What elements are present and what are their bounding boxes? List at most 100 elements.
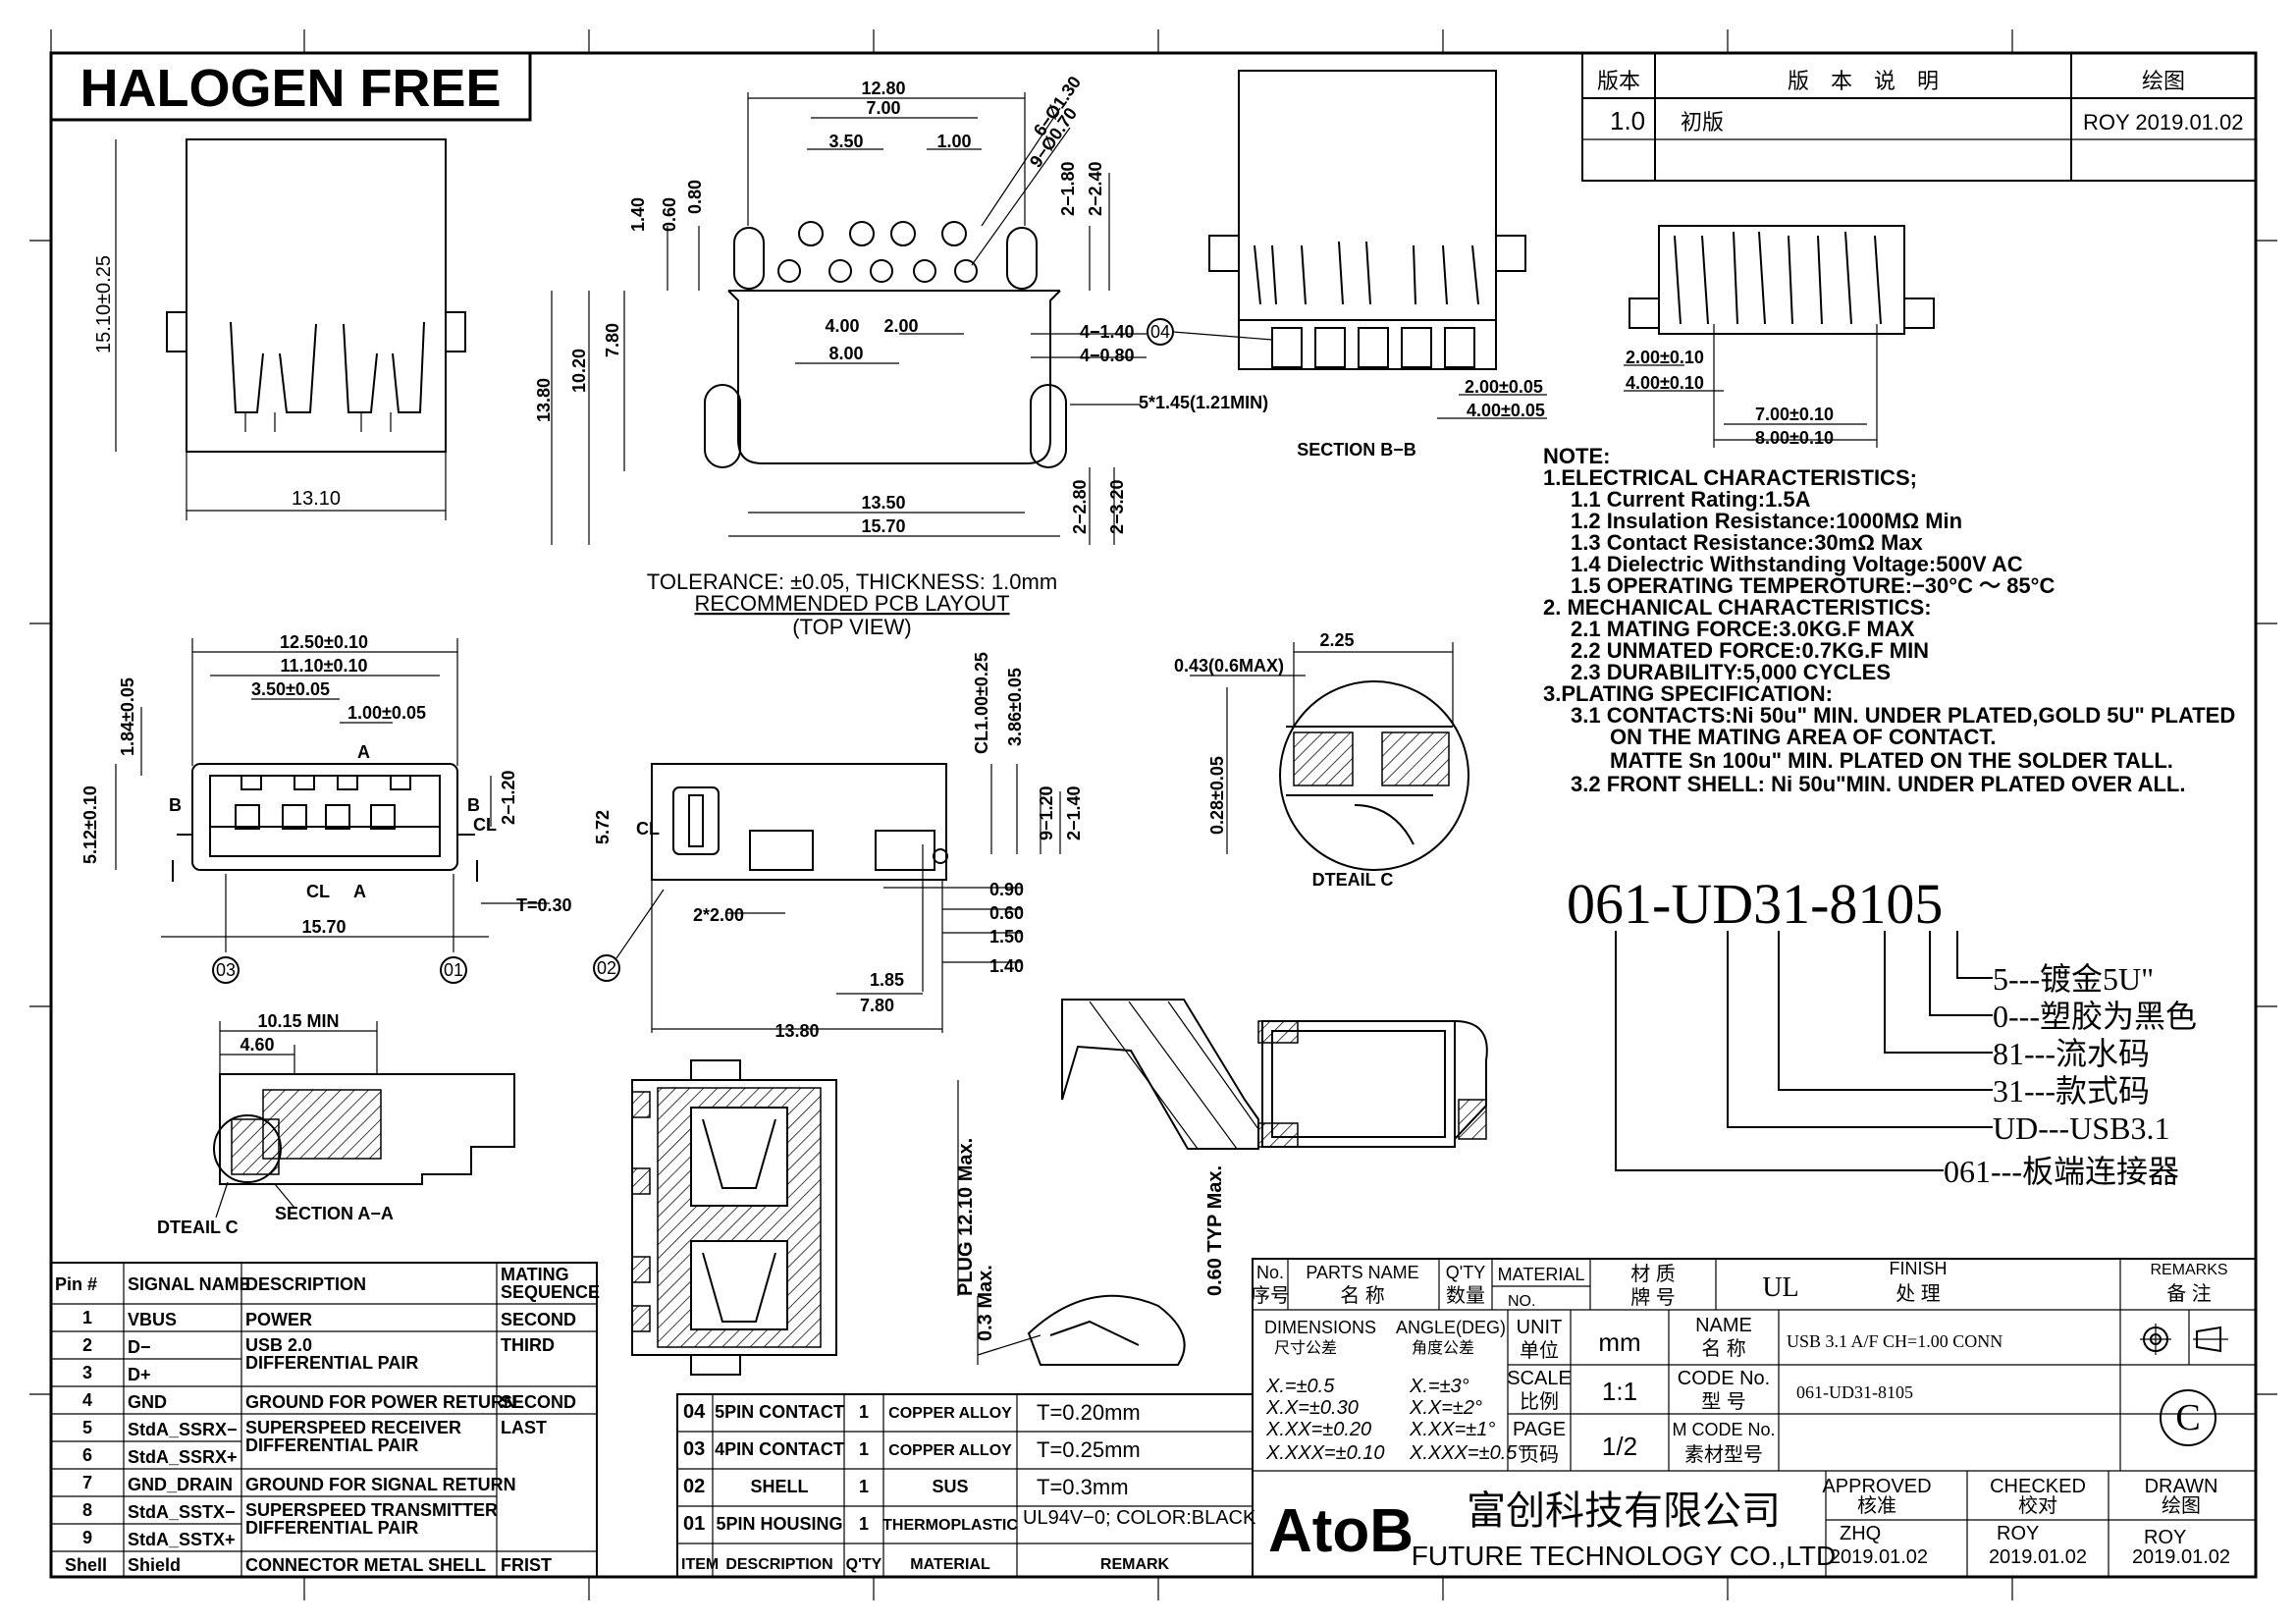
notes-9-text: 2.2 UNMATED FORCE:0.7KG.F MIN [1571, 638, 1929, 663]
bom-table-rows-3-0-text: 01 [683, 1513, 705, 1535]
front-view-callouts-1-text: 01 [444, 960, 463, 980]
title-block-page-val-text: 1/2 [1602, 1432, 1637, 1461]
title-block: No. 序号 PARTS NAME 名 称 Q'TY 数量 MATERIAL N… [1251, 1258, 2257, 1578]
pin-table: Pin # SIGNAL NAME DESCRIPTION MATING SEQ… [50, 1262, 600, 1578]
bom-table-rows-0-3-text: COPPER ALLOY [888, 1405, 1012, 1422]
notes-10-text: 2.3 DURABILITY:5,000 CYCLES [1571, 660, 1891, 684]
notes-7-text: 2. MECHANICAL CHARACTERISTICS: [1543, 595, 1932, 620]
pcb-layout-caption-2-text: (TOP VIEW) [792, 615, 911, 639]
title-block-dimensions-text: DIMENSIONS [1264, 1318, 1376, 1337]
pcb-layout-dims-3-text: 1.00 [936, 132, 971, 151]
side-view-dims-10-text: 1.85 [870, 970, 904, 990]
title-block-tol-ang-3-text: X.XXX=±0.5° [1409, 1442, 1524, 1464]
banner-text: HALOGEN FREE [80, 59, 501, 118]
section-bb-label-text: SECTION B−B [1297, 440, 1416, 460]
pin-table-rows-7-2-text: SUPERSPEED TRANSMITTER [245, 1500, 498, 1520]
pcb-layout-dims-21-text: 15.70 [861, 516, 905, 536]
title-block-code-text: CODE No. [1678, 1368, 1770, 1389]
pin-table-rows-4-1-text: StdA_SSRX− [128, 1420, 238, 1439]
pcb-layout-dims-20-text: 13.50 [861, 493, 905, 513]
side-view-dims-4-text: 5.72 [593, 810, 613, 844]
plug-dims-2-text: 0.60 TYP Max. [1204, 1165, 1226, 1296]
revision-table-rows-0-1-text: 初版 [1681, 110, 1724, 135]
front-view-dims-4-text: 1.84±0.05 [118, 677, 137, 756]
side-view-dims-3-text: 2−1.40 [1064, 785, 1084, 840]
part-number-legend-4-text: UD---USB3.1 [1993, 1110, 2169, 1146]
pin-table-headers-2-text: DESCRIPTION [245, 1274, 366, 1294]
pin-table-rows-3-1-text: GND [128, 1392, 167, 1412]
side-view-dims-0-text: CL1.00±0.25 [972, 652, 991, 754]
pcb-layout-dims-11-text: 4.00 [825, 316, 859, 336]
front-view-letters-1-text: B [169, 795, 182, 815]
bom-table-rows-3-3-text: THERMOPLASTIC [882, 1517, 1018, 1534]
part-number-code-text: 061-UD31-8105 [1567, 872, 1943, 936]
pcb-layout-dims-14-text: 4−1.40 [1080, 322, 1135, 342]
pin-table-rows-4-3-text: LAST [501, 1418, 547, 1437]
side-view-dims-1-text: 3.86±0.05 [1005, 668, 1025, 746]
title-block-scale-val-text: 1:1 [1602, 1377, 1637, 1406]
bom-table-rows-1-1-text: 4PIN CONTACT [715, 1439, 844, 1459]
pcb-layout-dims-15-text: 4−0.80 [1080, 346, 1135, 365]
bom-table-rows-2-1-text: SHELL [750, 1477, 808, 1496]
pcb-layout-dims-6-text: 2−1.80 [1058, 161, 1078, 216]
title-block-h-qty-cn-text: 数量 [1446, 1284, 1485, 1307]
pin-table-rows-8-1-text: StdA_SSTX+ [128, 1530, 236, 1549]
bom-table-rows-2-2-text: 1 [859, 1477, 869, 1496]
title-block-checked-date-text: 2019.01.02 [1989, 1546, 2087, 1568]
bom-table-headers-3-text: MATERIAL [910, 1556, 990, 1573]
pin-table-headers-1-text: SIGNAL NAME [128, 1274, 251, 1294]
halogen-free-banner: HALOGEN FREE [49, 51, 532, 122]
bom-table-rows-2-4-text: T=0.3mm [1037, 1475, 1129, 1499]
front-view-letters-2-text: B [467, 795, 480, 815]
pcb-layout-dims-13-text: 8.00 [828, 344, 863, 363]
top-view: 13.10 15.10±0.25 [93, 138, 466, 520]
side-view-dims-2-text: 9−1.20 [1037, 785, 1056, 840]
section-aa-dims-1-text: 4.60 [240, 1035, 274, 1055]
bom-table-rows-2-0-text: 02 [683, 1476, 705, 1497]
title-block-copyright-text: C [2175, 1397, 2200, 1438]
title-block-tol-lin-1-text: X.X=±0.30 [1265, 1397, 1359, 1419]
pin-table-rows-6-1-text: GND_DRAIN [128, 1475, 233, 1494]
pin-table-rows-6-2-text: GROUND FOR SIGNAL RETURN [245, 1475, 516, 1494]
bom-table-rows-3-4-text: UL94V−0; COLOR:BLACK [1023, 1507, 1256, 1529]
plug-dims-0-text: PLUG 12.10 Max. [955, 1138, 977, 1296]
pin-table-rows-1-3-text: THIRD [501, 1335, 555, 1355]
bom-table-rows-3-2-text: 1 [859, 1514, 869, 1534]
pin-table-rows-0-0-text: 1 [82, 1308, 92, 1327]
section-aa-view: 10.15 MIN 4.60 DTEAIL C SECTION A−A [157, 1011, 515, 1237]
pcb-layout-dims-18-text: 7.80 [603, 323, 622, 357]
title-block-unit-val-text: mm [1598, 1327, 1640, 1357]
section-bb-view: 04 2.00±0.05 4.00±0.05 SECTION B−B [1147, 70, 1547, 460]
section-aa-labels-0-text: DTEAIL C [157, 1218, 239, 1237]
title-block-angle-cn-text: 角度公差 [1412, 1339, 1474, 1357]
title-block-checked-text: CHECKED [1990, 1476, 2086, 1497]
title-block-h-parts-cn-text: 名 称 [1340, 1284, 1385, 1307]
front-view: 12.50±0.10 11.10±0.10 3.50±0.05 1.00±0.0… [80, 632, 572, 984]
mating-section-view: 0.60 TYP Max. [1061, 999, 1488, 1296]
pin-table-rows-9-2-text: CONNECTOR METAL SHELL [245, 1555, 486, 1575]
side-view-callout-text: 02 [597, 958, 616, 978]
front-view-dims-1-text: 11.10±0.10 [281, 656, 368, 676]
right-view-dims-3-text: 8.00±0.10 [1755, 428, 1834, 448]
pin-table-rows-2-2-text: DIFFERENTIAL PAIR [245, 1353, 418, 1373]
title-block-unit-text: UNIT [1517, 1317, 1563, 1338]
notes-0-text: NOTE: [1543, 444, 1610, 468]
pcb-layout-dims-0-text: 12.80 [861, 79, 905, 98]
title-block-h-remarks-cn-text: 备 注 [2166, 1282, 2212, 1305]
pcb-layout-caption-0-text: TOLERANCE: ±0.05, THICKNESS: 1.0mm [647, 569, 1057, 594]
right-view-dims-0-text: 2.00±0.10 [1626, 348, 1704, 367]
pin-table-rows-5-1-text: StdA_SSRX+ [128, 1447, 238, 1467]
title-block-page-text: PAGE [1513, 1419, 1566, 1440]
pcb-layout-dims-19-text: 5*1.45(1.21MIN) [1139, 393, 1268, 412]
pin-table-rows-3-0-text: 4 [82, 1390, 92, 1410]
notes-6-text: 1.5 OPERATING TEMPEROTURE:−30°C ～ 85°C [1571, 573, 2055, 598]
top-view-dims-0-text: 15.10±0.25 [93, 255, 115, 353]
title-block-drawn-date-text: 2019.01.02 [2132, 1546, 2230, 1568]
title-block-h-parts-text: PARTS NAME [1306, 1263, 1418, 1282]
revision-table-headers-2-text: 绘图 [2142, 69, 2185, 93]
pin-table-rows-7-0-text: 8 [82, 1500, 92, 1520]
title-block-tol-ang-1-text: X.X=±2° [1409, 1397, 1482, 1419]
side-view-cl-text: CL [636, 819, 660, 839]
bom-table: ITEM DESCRIPTION Q'TY MATERIAL REMARK 04… [676, 1393, 1256, 1578]
right-view-dims-1-text: 4.00±0.10 [1626, 373, 1704, 393]
